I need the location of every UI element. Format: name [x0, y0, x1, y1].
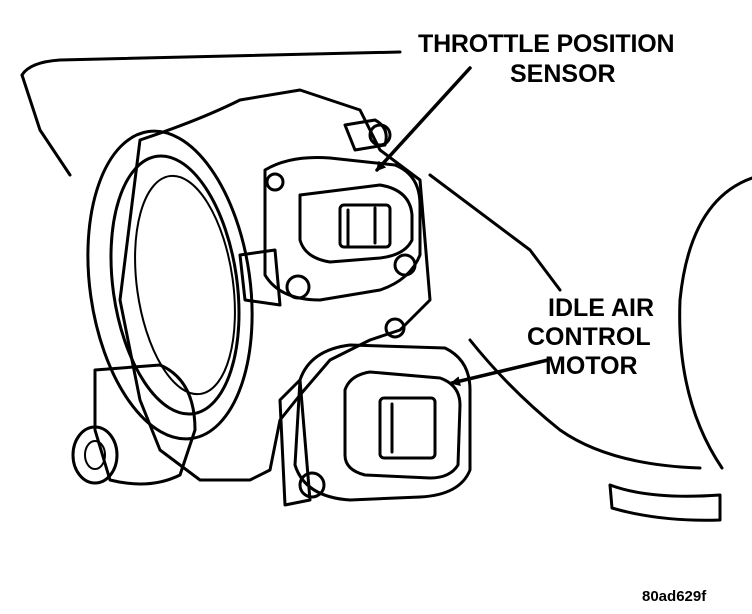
engine-outline-top [20, 50, 402, 77]
engine-outline-left [20, 73, 72, 177]
throttle-bore-inner [109, 154, 241, 416]
throttle-bore-outer [86, 129, 254, 441]
iac-flange [278, 378, 312, 507]
tps-label-line-1: THROTTLE POSITION [418, 30, 675, 58]
tps-screw-1 [285, 274, 311, 300]
intake-duct-right [678, 176, 752, 470]
iac-label-line-3: MOTOR [545, 352, 638, 380]
actuator-cap [71, 425, 119, 485]
tps-screw-3 [265, 172, 285, 192]
figure-code: 80ad629f [642, 588, 707, 605]
vacuum-nipple-end [368, 123, 392, 147]
iac-label-line-2: CONTROL [527, 323, 651, 351]
tps-connector-latch [338, 203, 392, 249]
iac-connector-latch [378, 396, 437, 460]
tps-label-line-2: SENSOR [510, 60, 616, 88]
tps-mount-ear [238, 248, 282, 307]
actuator-housing [93, 363, 197, 486]
iac-screw-2 [384, 317, 406, 339]
actuator-cap-inner [84, 440, 106, 470]
tps-body [263, 156, 422, 302]
throttle-bore-lip [134, 174, 236, 396]
throttle-body-housing [118, 88, 432, 482]
tps-connector [298, 183, 414, 264]
tps-leader-arrow [375, 66, 472, 172]
iac-connector [343, 370, 462, 480]
iac-leader-arrow [450, 358, 550, 386]
iac-screw-1 [298, 471, 326, 499]
intake-tube-lower [608, 483, 722, 522]
tps-screw-2 [393, 253, 417, 277]
engine-outline-right [428, 173, 562, 292]
iac-label-line-1: IDLE AIR [548, 294, 655, 322]
